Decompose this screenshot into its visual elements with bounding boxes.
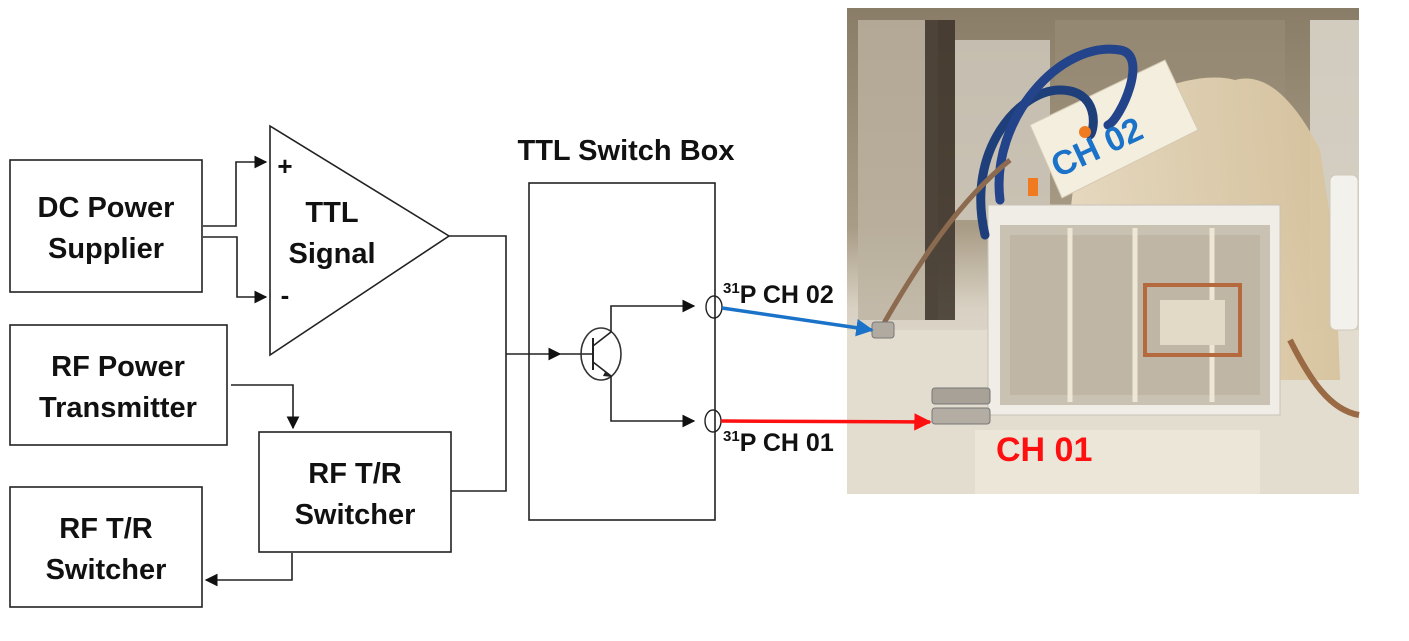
rf-tr-switcher-main-block: RF T/R Switcher xyxy=(258,431,452,553)
photo-ch01-label: CH 01 xyxy=(996,431,1092,469)
dc-power-label-line1: DC Power xyxy=(38,192,175,224)
ch01-superscript: 31 xyxy=(723,428,740,445)
transistor-icon xyxy=(560,327,622,381)
dc-power-supplier-block: DC Power Supplier xyxy=(9,159,203,293)
wire-collector-to-ch02 xyxy=(610,299,696,332)
ttl-label-line2: Signal xyxy=(288,238,375,270)
ttl-label-line1: TTL xyxy=(305,197,358,229)
wire-dc-minus xyxy=(203,236,268,304)
ch02-superscript: 31 xyxy=(723,280,740,297)
wire-ttl-and-switcher-bus xyxy=(449,235,507,492)
port-ch01-label: 31P CH 01 xyxy=(723,428,834,457)
rf-power-label-line1: RF Power xyxy=(51,351,185,383)
rf-tr-out-label-line1: RF T/R xyxy=(59,513,152,545)
port-ch02-label: 31P CH 02 xyxy=(723,280,834,309)
coil-photo: CH 02 CH 01 xyxy=(847,8,1360,494)
ttl-switch-box: TTL Switch Box xyxy=(518,135,735,521)
dc-power-label-line2: Supplier xyxy=(48,233,164,265)
rf-tr-switcher-output-block: RF T/R Switcher xyxy=(9,486,203,608)
port-ch02-icon[interactable] xyxy=(705,295,723,319)
wire-rf-power-to-switcher xyxy=(231,384,300,430)
rf-tr-out-label-line2: Switcher xyxy=(46,554,167,586)
ch02-connection-arrow xyxy=(721,306,874,337)
rf-power-transmitter-block: RF Power Transmitter xyxy=(9,324,228,446)
plus-input-label: + xyxy=(277,151,292,181)
ttl-signal-amplifier: + - TTL Signal xyxy=(269,124,451,357)
minus-input-label: - xyxy=(281,280,290,310)
ch01-label-text: P CH 01 xyxy=(740,429,834,457)
wire-emitter-to-ch01 xyxy=(610,376,696,428)
rf-tr-main-label-line1: RF T/R xyxy=(308,458,401,490)
rf-tr-main-label-line2: Switcher xyxy=(295,499,416,531)
ttl-switch-box-title: TTL Switch Box xyxy=(518,135,735,167)
rf-power-label-line2: Transmitter xyxy=(39,392,197,424)
wire-switcher-to-output xyxy=(204,553,293,587)
wire-dc-plus xyxy=(203,155,268,227)
ch01-connection-arrow xyxy=(720,413,932,431)
ch02-label-text: P CH 02 xyxy=(740,281,834,309)
